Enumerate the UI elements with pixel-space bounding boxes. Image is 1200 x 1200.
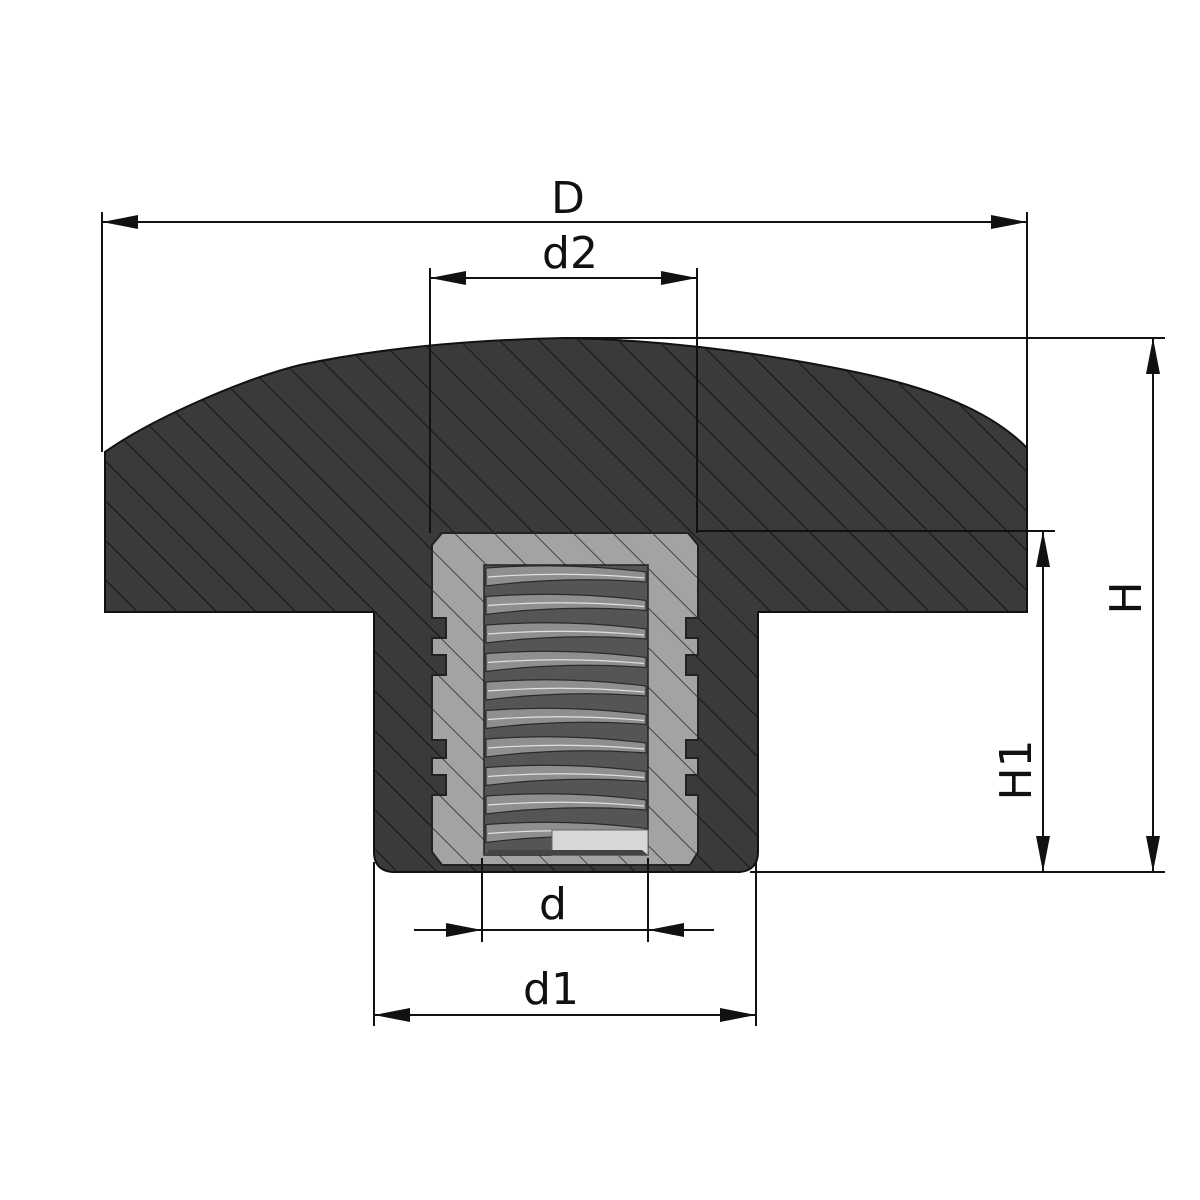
thread-ridge xyxy=(485,764,647,787)
dimension-lines xyxy=(101,212,1165,1026)
thread-ridge xyxy=(485,736,647,758)
arrowhead xyxy=(720,1008,756,1022)
arrowhead xyxy=(648,923,684,937)
arrowhead xyxy=(661,271,697,285)
thread-highlight xyxy=(487,659,645,665)
arrowheads xyxy=(102,215,1160,1022)
label-H1: H1 xyxy=(991,739,1042,800)
thread-ridge xyxy=(485,679,647,701)
thread-highlight xyxy=(487,716,645,722)
thread-highlight xyxy=(487,573,645,579)
thread-ridge xyxy=(485,793,647,815)
thread-highlight xyxy=(487,687,645,693)
arrowhead xyxy=(1146,338,1160,374)
thread-highlight xyxy=(487,630,645,636)
thread-ridge xyxy=(485,707,647,730)
arrowhead xyxy=(991,215,1027,229)
thread-ridge xyxy=(485,622,647,644)
arrowhead xyxy=(374,1008,410,1022)
arrowhead xyxy=(446,923,482,937)
threaded-bore xyxy=(483,564,649,856)
thread-ridge xyxy=(485,565,647,587)
thread-ridge xyxy=(485,650,647,673)
thread-ridge xyxy=(485,593,647,616)
thread-highlight xyxy=(487,744,645,750)
label-H: H xyxy=(1101,581,1152,614)
arrowhead xyxy=(1036,531,1050,567)
label-d1: d1 xyxy=(523,964,579,1015)
label-D: D xyxy=(551,173,585,224)
label-d2: d2 xyxy=(542,228,598,279)
thread-highlight xyxy=(487,773,645,779)
thread-highlight xyxy=(487,602,645,608)
label-d: d xyxy=(539,879,567,930)
arrowhead xyxy=(1146,836,1160,872)
arrowhead xyxy=(430,271,466,285)
thread-highlight xyxy=(487,801,645,807)
arrowhead xyxy=(1036,836,1050,872)
arrowhead xyxy=(102,215,138,229)
